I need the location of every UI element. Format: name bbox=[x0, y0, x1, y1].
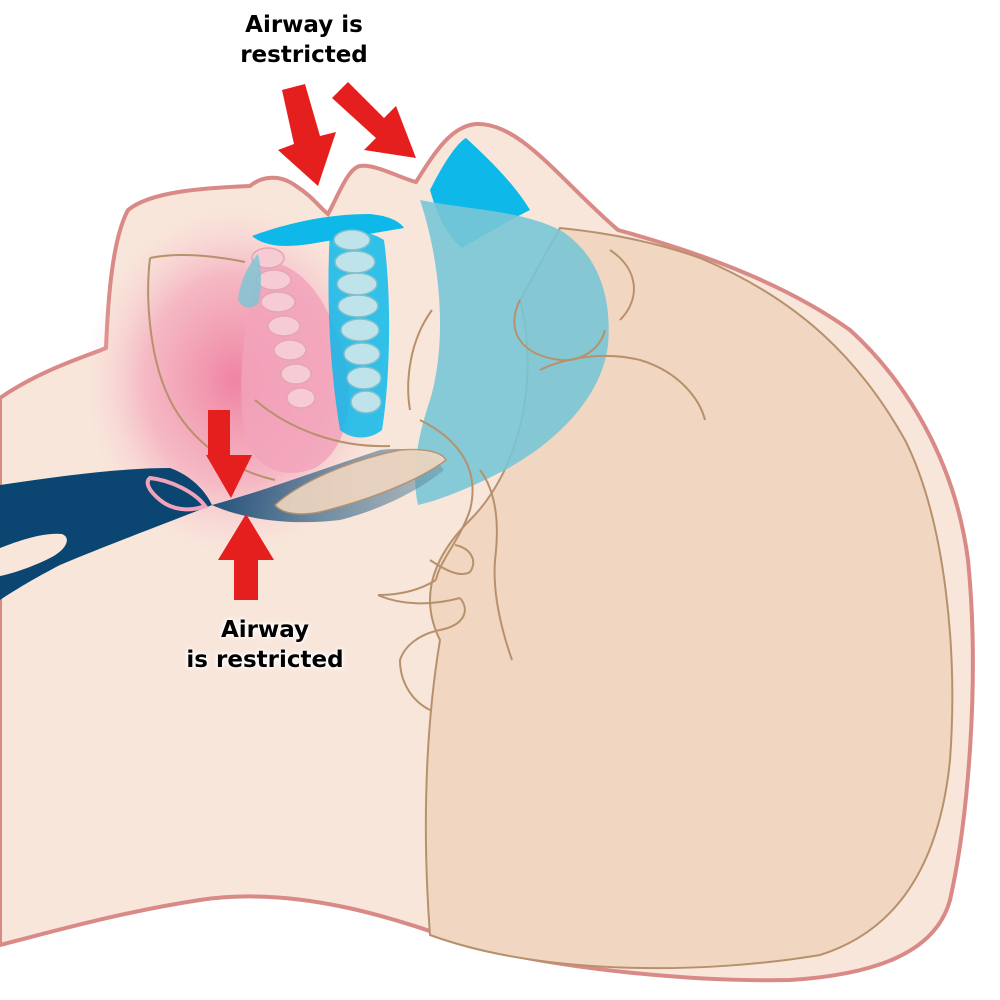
arrow-top-right bbox=[332, 82, 416, 158]
airway-label-bottom-line1: Airway bbox=[220, 617, 310, 643]
throat-airway bbox=[415, 200, 609, 505]
epiglottis bbox=[145, 475, 209, 512]
lower-teeth bbox=[251, 247, 316, 409]
palate-airway bbox=[252, 214, 404, 246]
collapsed-soft-palate bbox=[273, 448, 447, 515]
arrow-bottom-down bbox=[206, 410, 252, 498]
airway-label-top-line1: Airway is bbox=[245, 12, 363, 38]
airway-label-top-line2: restricted bbox=[240, 42, 368, 68]
lower-gum bbox=[238, 254, 261, 308]
anatomy-lines bbox=[147, 249, 706, 711]
arrow-top-left bbox=[278, 84, 336, 186]
upper-teeth bbox=[333, 229, 382, 414]
airway-label-bottom-line2: is restricted bbox=[186, 647, 344, 673]
airway-label-bottom: Airway is restricted bbox=[170, 615, 360, 675]
airway-label-top: Airway is restricted bbox=[214, 10, 394, 70]
arrow-bottom-up bbox=[218, 514, 274, 600]
trachea-opening bbox=[0, 533, 67, 576]
red-block-arrow-icon bbox=[206, 82, 416, 600]
